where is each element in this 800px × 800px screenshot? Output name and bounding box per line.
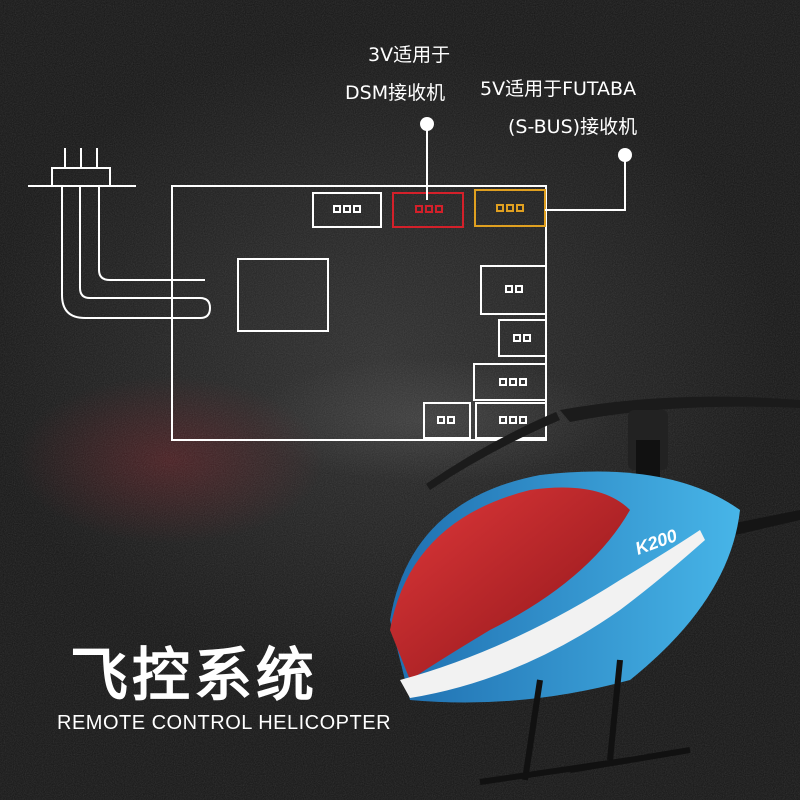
rotor-blade	[560, 396, 800, 422]
port-right-2	[498, 319, 547, 357]
dsm-marker	[420, 117, 434, 131]
port-right-3	[473, 363, 547, 401]
port-top-left	[312, 192, 382, 228]
futaba-receiver-label: (S-BUS)接收机	[508, 116, 638, 138]
port-bottom-1	[423, 402, 471, 439]
landing-gear	[479, 659, 691, 785]
page-title: 飞控系统	[70, 641, 319, 709]
page-subtitle: REMOTE CONTROL HELICOPTER	[57, 712, 392, 734]
port-futaba	[474, 189, 546, 227]
dsm-voltage-label: 3V适用于	[368, 44, 451, 66]
helicopter-image: K200	[390, 396, 800, 785]
futaba-voltage-label: 5V适用于FUTABA	[480, 78, 637, 100]
chip-outline	[237, 258, 329, 332]
futaba-marker	[618, 148, 632, 162]
canopy-stripe	[400, 530, 705, 698]
port-right-1	[480, 265, 547, 315]
dsm-receiver-label-text: DSM接收机	[345, 82, 446, 104]
canopy-red	[390, 487, 630, 680]
